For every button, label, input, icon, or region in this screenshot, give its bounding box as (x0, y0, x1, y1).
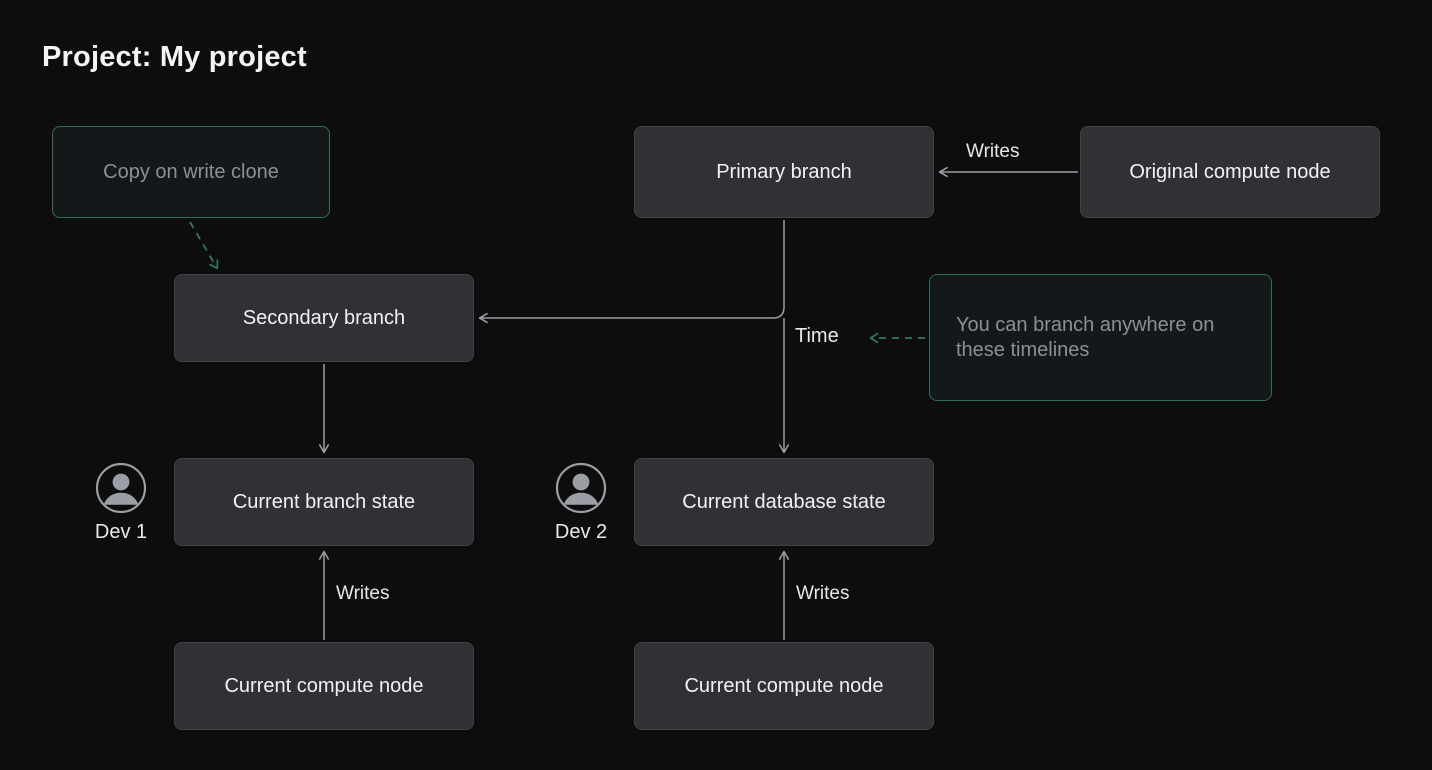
node-label: Current branch state (232, 490, 416, 513)
node-secondary-branch[interactable]: Secondary branch (174, 274, 474, 362)
connector-clone-to-secondary (189, 221, 219, 270)
edge-label-writes-left-bottom: Writes (336, 583, 390, 604)
node-primary-branch[interactable]: Primary branch (634, 126, 934, 218)
node-label: Secondary branch (242, 306, 406, 329)
edge-label-writes-top: Writes (966, 141, 1020, 162)
avatar-label-dev-2: Dev 2 (554, 521, 608, 543)
user-avatar-icon (555, 462, 607, 514)
note-label: You can branch anywhere on these timelin… (956, 313, 1215, 361)
avatar-dev-1 (95, 462, 147, 514)
node-label: Copy on write clone (103, 160, 279, 183)
node-label: Current compute node (224, 674, 424, 697)
node-current-compute-node-right[interactable]: Current compute node (634, 642, 934, 730)
node-original-compute-node[interactable]: Original compute node (1080, 126, 1380, 218)
node-current-branch-state[interactable]: Current branch state (174, 458, 474, 546)
node-label: Original compute node (1129, 160, 1331, 183)
node-label: Current database state (682, 490, 886, 513)
user-avatar-icon (95, 462, 147, 514)
node-label: Primary branch (716, 160, 852, 183)
node-current-compute-node-left[interactable]: Current compute node (174, 642, 474, 730)
node-branch-anywhere-note[interactable]: You can branch anywhere on these timelin… (929, 274, 1272, 401)
node-label: Current compute node (684, 674, 884, 697)
edge-label-writes-right-bottom: Writes (796, 583, 850, 604)
connector-primary-to-secondary (478, 220, 785, 324)
avatar-dev-2 (555, 462, 607, 514)
avatar-label-dev-1: Dev 1 (94, 521, 148, 543)
page-title: Project: My project (42, 41, 307, 73)
edge-label-time: Time (795, 325, 839, 347)
node-copy-on-write-clone[interactable]: Copy on write clone (52, 126, 330, 218)
node-current-database-state[interactable]: Current database state (634, 458, 934, 546)
